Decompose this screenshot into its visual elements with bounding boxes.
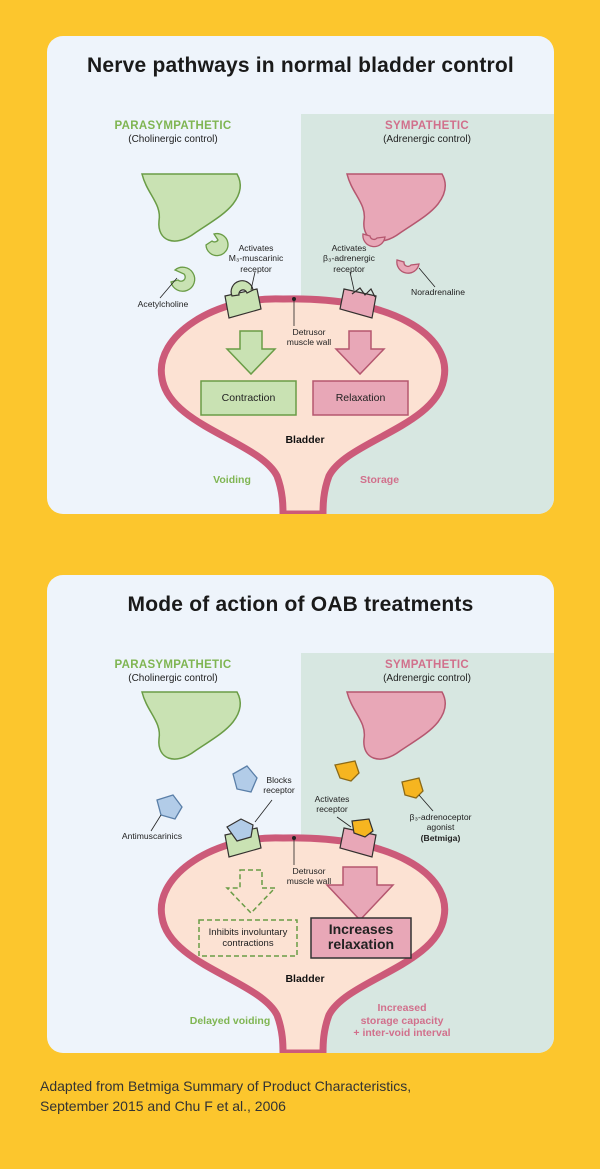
source-citation: Adapted from Betmiga Summary of Product … xyxy=(40,1076,580,1116)
bound-antimuscarinic xyxy=(226,818,254,842)
contraction-box xyxy=(200,380,297,416)
inhibits-box xyxy=(198,919,298,957)
sympathetic-heading: SYMPATHETIC xyxy=(384,120,469,132)
sympathetic-nerve-terminal xyxy=(346,173,446,242)
antimuscarinic-molecule xyxy=(232,765,258,793)
bound-agonist xyxy=(351,818,374,838)
relaxation-box xyxy=(312,380,409,416)
parasympathetic-heading: PARASYMPATHETIC xyxy=(114,659,232,671)
activates-b3-label: Activates β₃-adrenergic receptor xyxy=(323,243,375,274)
bladder-label: Bladder xyxy=(285,434,325,446)
acetylcholine-molecule xyxy=(170,266,196,292)
parasympathetic-subheading: (Cholinergic control) xyxy=(128,673,218,684)
parasympathetic-nerve-terminal xyxy=(141,173,241,242)
noradrenaline-molecule xyxy=(396,259,420,274)
increases-relaxation-label: Increases relaxation xyxy=(327,921,395,953)
agonist-molecule xyxy=(401,777,424,799)
blocks-receptor-label: Blocks receptor xyxy=(263,775,295,796)
panel-title: Nerve pathways in normal bladder control xyxy=(87,54,514,77)
storage-label: Storage xyxy=(359,474,400,486)
bladder-label: Bladder xyxy=(285,973,325,985)
receptor-notch xyxy=(351,287,376,298)
agonist-label: β₃-adrenoceptor agonist (Betmiga) xyxy=(409,812,472,843)
bound-acetylcholine xyxy=(230,280,254,297)
normal-control-panel: Nerve pathways in normal bladder control… xyxy=(47,36,554,514)
voiding-label: Voiding xyxy=(213,474,251,486)
increased-relaxation-arrow xyxy=(325,866,395,922)
oab-treatment-diagram xyxy=(141,653,554,1053)
panel-title: Mode of action of OAB treatments xyxy=(127,593,474,616)
agonist-molecule xyxy=(334,760,360,782)
sympathetic-nerve-terminal xyxy=(346,691,446,760)
noradrenaline-molecule xyxy=(362,233,386,248)
increases-relaxation-box xyxy=(310,917,412,959)
inhibits-label: Inhibits involuntary contractions xyxy=(208,927,288,950)
acetylcholine-label: Acetylcholine xyxy=(137,299,189,309)
delayed-voiding-label: Delayed voiding xyxy=(189,1015,271,1027)
antimuscarinic-molecule xyxy=(156,794,183,820)
oab-treatment-panel: Mode of action of OAB treatments PARASYM… xyxy=(47,575,554,1053)
acetylcholine-molecule xyxy=(205,232,229,257)
contraction-label: Contraction xyxy=(221,392,276,404)
sympathetic-subheading: (Adrenergic control) xyxy=(383,134,471,145)
relaxation-arrow xyxy=(334,330,386,376)
relaxation-label: Relaxation xyxy=(335,392,386,404)
detrusor-label: Detrusor muscle wall xyxy=(286,327,332,348)
increased-storage-label: Increased storage capacity + inter-void … xyxy=(353,1002,451,1040)
parasympathetic-subheading: (Cholinergic control) xyxy=(128,134,218,145)
sympathetic-subheading: (Adrenergic control) xyxy=(383,673,471,684)
normal-control-diagram xyxy=(141,114,554,514)
noradrenaline-label: Noradrenaline xyxy=(411,287,465,297)
parasympathetic-nerve-terminal xyxy=(141,691,241,760)
detrusor-label: Detrusor muscle wall xyxy=(286,866,332,887)
parasympathetic-heading: PARASYMPATHETIC xyxy=(114,120,232,132)
activates-receptor-label: Activates receptor xyxy=(314,794,350,815)
b3-receptor xyxy=(339,288,377,319)
citation-line-2: September 2015 and Chu F et al., 2006 xyxy=(40,1098,286,1114)
citation-line-1: Adapted from Betmiga Summary of Product … xyxy=(40,1078,412,1094)
antimuscarinics-label: Antimuscarinics xyxy=(121,831,183,841)
contraction-arrow xyxy=(225,330,277,376)
inhibited-contraction-arrow xyxy=(225,869,277,915)
sympathetic-heading: SYMPATHETIC xyxy=(384,659,469,671)
activates-m3-label: Activates M₃-muscarinic receptor xyxy=(228,243,284,274)
